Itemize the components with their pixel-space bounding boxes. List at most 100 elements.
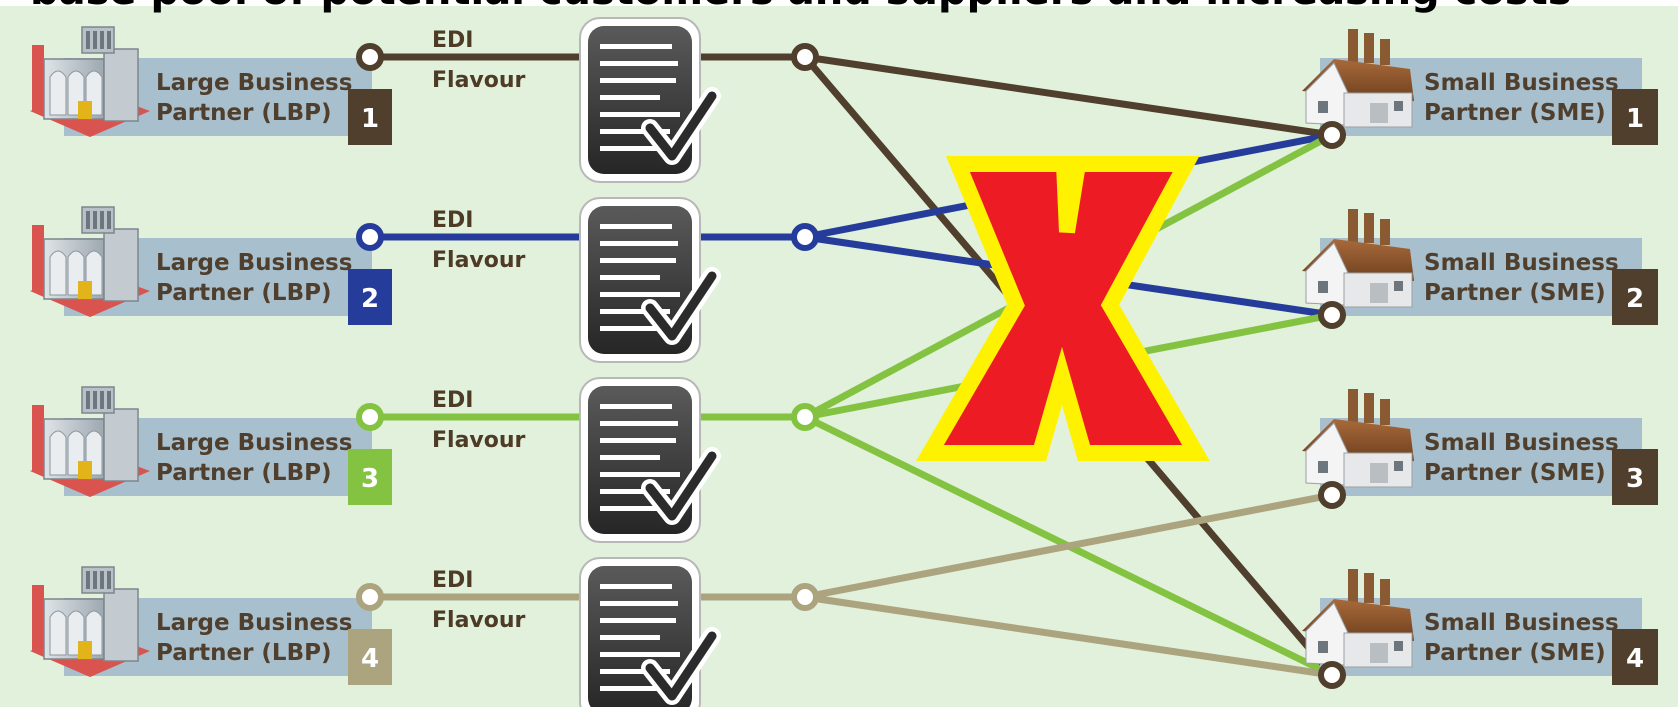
lbp-number: 1: [361, 104, 379, 134]
check-mark: [645, 91, 717, 161]
lbp-number: 4: [361, 644, 379, 674]
document-text-line: [600, 129, 670, 134]
house-icon: [1302, 209, 1414, 308]
house-chimney: [1380, 39, 1390, 65]
house-chimney: [1364, 33, 1374, 63]
factory-vent: [86, 211, 90, 229]
factory-tower: [103, 228, 139, 302]
sme-label-line2: Partner (SME): [1424, 640, 1606, 666]
house-icon: [1302, 389, 1414, 488]
document-text-line: [600, 241, 678, 246]
document-text-line: [600, 455, 660, 460]
document-text-line: [600, 438, 676, 443]
house-chimney: [1348, 569, 1358, 603]
document-text-line: [600, 601, 678, 606]
lbp-label-line2: Partner (LBP): [156, 100, 332, 126]
sme-label-line1: Small Business: [1424, 250, 1619, 276]
factory-vent: [107, 211, 111, 229]
lbp-label-line1: Large Business: [156, 610, 352, 636]
lbp-label-line2: Partner (LBP): [156, 280, 332, 306]
factory-door: [78, 461, 92, 479]
document-text-line: [600, 309, 670, 314]
document-text-line: [600, 472, 680, 477]
document-text-line: [600, 78, 676, 83]
sme-number-box: [1612, 449, 1658, 505]
check-mark: [645, 451, 717, 521]
factory-vent: [93, 211, 97, 229]
sme-label-line2: Partner (SME): [1424, 460, 1606, 486]
document-text-line: [600, 669, 670, 674]
house-window: [1318, 641, 1328, 653]
house-door: [1370, 103, 1388, 123]
sme-node: [1318, 121, 1346, 149]
connection-line: [801, 593, 1336, 679]
house-door: [1370, 283, 1388, 303]
factory-vent: [93, 571, 97, 589]
factory-tower: [103, 408, 139, 482]
house-chimney: [1380, 399, 1390, 425]
factory-arch: [49, 70, 67, 116]
factory-icon: [30, 566, 150, 677]
sme-label-line1: Small Business: [1424, 70, 1619, 96]
cross-mark: [916, 156, 1210, 461]
lbp-label-line2: Partner (LBP): [156, 640, 332, 666]
document-text-line: [600, 275, 660, 280]
factory-vent: [86, 31, 90, 49]
house-window: [1394, 461, 1403, 471]
sme-label-line1: Small Business: [1424, 430, 1619, 456]
house-chimney: [1380, 579, 1390, 605]
lbp-number-box: [348, 449, 392, 505]
house-window: [1318, 281, 1328, 293]
check-mark: [645, 271, 717, 341]
house-chimney: [1364, 393, 1374, 423]
factory-door: [78, 281, 92, 299]
factory-vent: [93, 31, 97, 49]
edi-label-line1: EDI: [432, 568, 473, 593]
document-text-line: [600, 61, 678, 66]
house-chimney: [1380, 219, 1390, 245]
factory-vent: [107, 571, 111, 589]
edi-label-line1: EDI: [432, 388, 473, 413]
document-text-line: [600, 44, 672, 49]
hub-node: [791, 43, 819, 71]
document-check-icon: [579, 197, 721, 363]
hub-node: [791, 583, 819, 611]
hub-node: [791, 403, 819, 431]
house-chimney: [1364, 573, 1374, 603]
document-text-line: [600, 112, 680, 117]
lbp-label-line1: Large Business: [156, 70, 352, 96]
sme-number: 4: [1626, 644, 1644, 674]
lbp-node: [356, 583, 384, 611]
edi-label-line2: Flavour: [432, 608, 526, 633]
document-text-line: [600, 95, 660, 100]
factory-door: [78, 101, 92, 119]
document-text-line: [600, 506, 664, 511]
sme-number-box: [1612, 269, 1658, 325]
factory-vent: [100, 31, 104, 49]
factory-chimney: [32, 405, 44, 471]
factory-vent: [86, 571, 90, 589]
factory-vent: [107, 31, 111, 49]
house-window: [1318, 461, 1328, 473]
lbp-label-line2: Partner (LBP): [156, 460, 332, 486]
sme-number-box: [1612, 89, 1658, 145]
house-door: [1370, 643, 1388, 663]
document-text-line: [600, 292, 680, 297]
house-chimney: [1364, 213, 1374, 243]
house-icon: [1302, 569, 1414, 668]
document-text-line: [600, 489, 670, 494]
lbp-label-line1: Large Business: [156, 430, 352, 456]
factory-arch: [49, 250, 67, 296]
house-chimney: [1348, 29, 1358, 63]
factory-icon: [30, 386, 150, 497]
house-window: [1394, 101, 1403, 111]
house-chimney: [1348, 209, 1358, 243]
sme-number: 3: [1626, 464, 1644, 494]
lbp-node: [356, 43, 384, 71]
